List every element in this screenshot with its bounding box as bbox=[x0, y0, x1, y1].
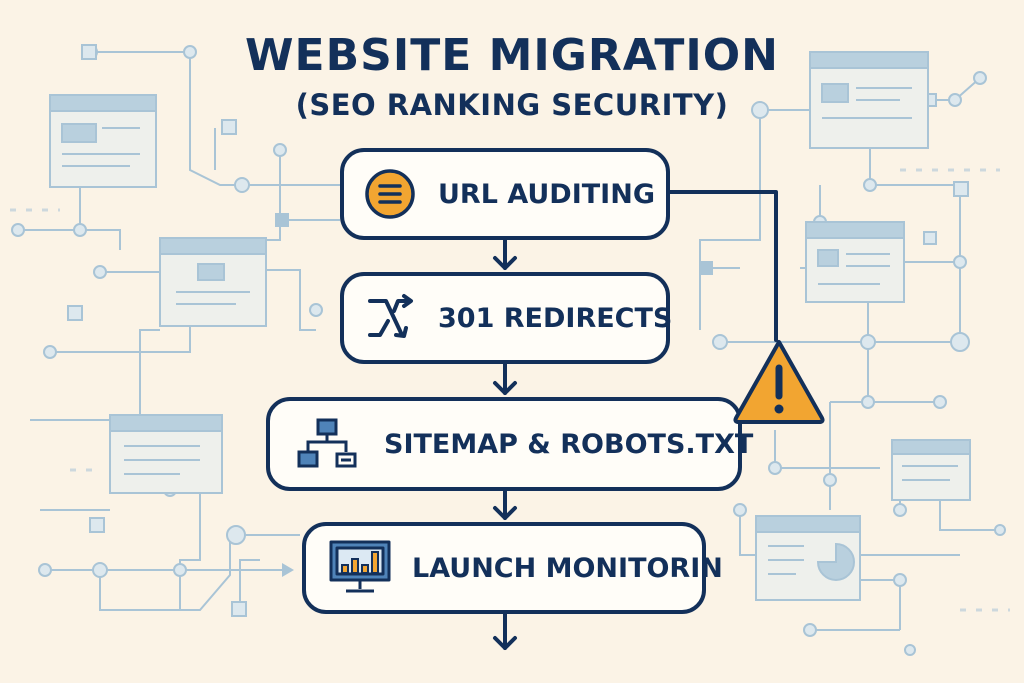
step-sitemap-robots: SITEMAP & ROBOTS.TXT bbox=[266, 397, 753, 491]
step-label: LAUNCH MONITORIN bbox=[412, 552, 723, 584]
diagram-subtitle: (SEO RANKING SECURITY) bbox=[295, 88, 729, 122]
step-label: 301 REDIRECTS bbox=[438, 302, 673, 334]
list-circle-icon bbox=[364, 168, 416, 220]
redirect-arrows-icon bbox=[366, 293, 416, 343]
step-301-redirects: 301 REDIRECTS bbox=[340, 272, 673, 364]
sitemap-icon bbox=[296, 416, 358, 472]
step-label: URL AUDITING bbox=[438, 178, 655, 210]
warning-triangle-icon bbox=[733, 340, 825, 424]
monitor-chart-icon bbox=[328, 539, 392, 597]
step-url-auditing: URL AUDITING bbox=[340, 148, 670, 240]
step-label: SITEMAP & ROBOTS.TXT bbox=[384, 428, 754, 460]
step-launch-monitoring: LAUNCH MONITORIN bbox=[302, 522, 723, 614]
diagram-title: WEBSITE MIGRATION bbox=[245, 30, 779, 81]
